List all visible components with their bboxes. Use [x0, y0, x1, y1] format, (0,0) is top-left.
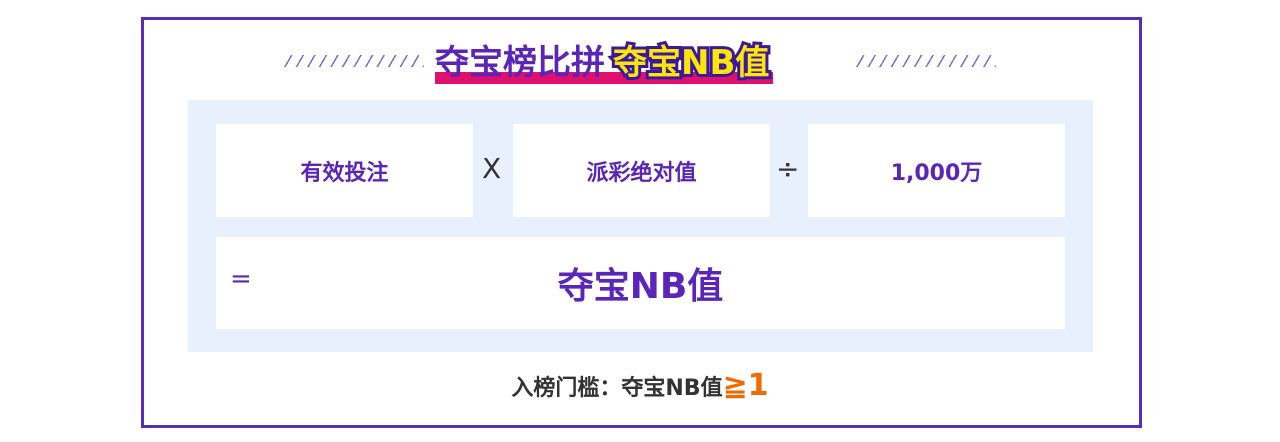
result-box: 夺宝NB值	[216, 237, 1065, 329]
threshold-value: ≧1	[722, 368, 769, 403]
term-divisor: 1,000万	[808, 124, 1065, 217]
page-title: 夺宝榜比拼 夺宝NB值	[435, 36, 774, 86]
title-part1: 夺宝榜比拼	[435, 43, 605, 83]
title-underline	[435, 72, 774, 84]
decor-hatch-right	[856, 55, 996, 67]
threshold-text: 入榜门槛：夺宝NB值≧1	[0, 368, 1280, 403]
multiply-operator: X	[482, 152, 502, 185]
decor-hatch-left	[284, 55, 424, 67]
divide-operator: ÷	[776, 152, 800, 185]
card-frame	[141, 17, 1142, 428]
equals-operator: =	[230, 264, 252, 294]
threshold-label: 入榜门槛：夺宝NB值	[511, 376, 723, 401]
title-part2: 夺宝NB值	[610, 40, 772, 86]
term-payout-abs: 派彩绝对值	[513, 124, 770, 217]
term-valid-bet: 有效投注	[216, 124, 473, 217]
